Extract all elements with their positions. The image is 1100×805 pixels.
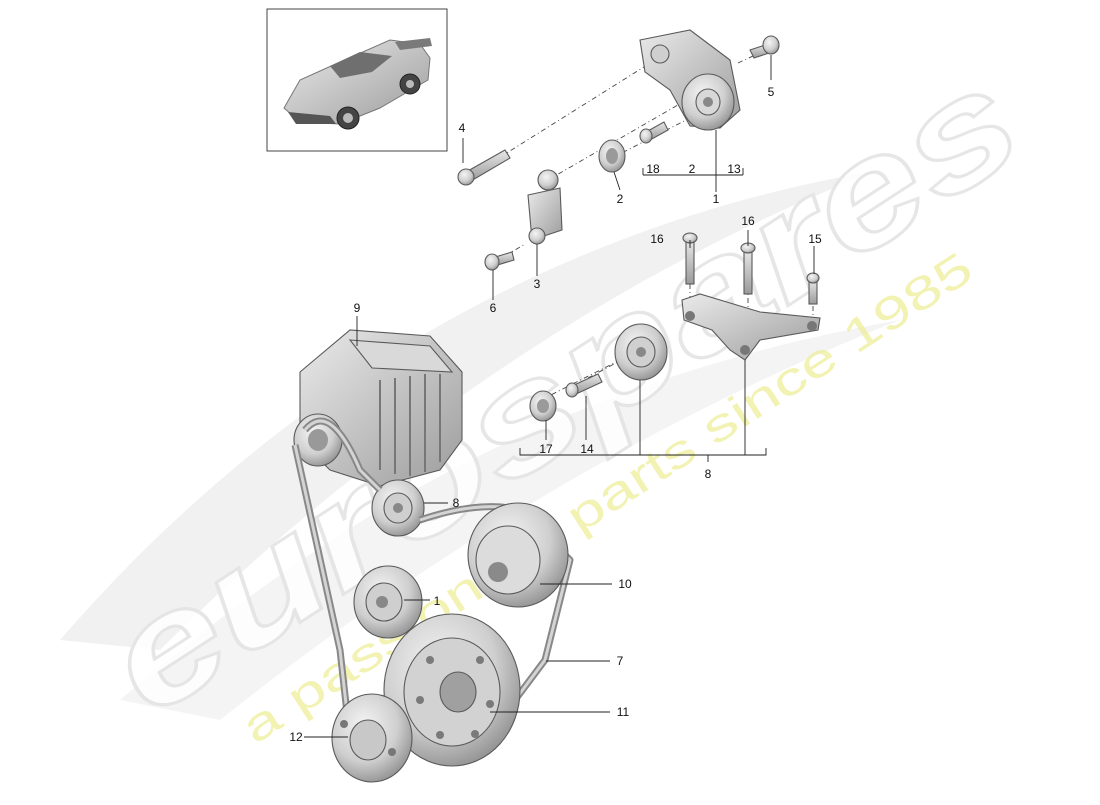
callout-4: 4 — [459, 121, 466, 135]
cap-part-17 — [529, 390, 557, 422]
bolt-part-5 — [749, 35, 780, 59]
callout-9: 9 — [354, 301, 361, 315]
bolt-part-14 — [565, 373, 603, 398]
callout-16-right: 16 — [741, 214, 755, 228]
idler-pulley-lower — [371, 479, 425, 537]
callout-1-lower: 1 — [434, 594, 441, 608]
callout-10: 10 — [618, 577, 632, 591]
bolt-part-4 — [457, 149, 511, 186]
callout-labels: 1 2 2 13 18 3 4 5 6 16 16 15 9 17 14 8 8… — [289, 85, 822, 744]
callout-11: 11 — [617, 705, 630, 719]
alternator — [293, 329, 463, 487]
callout-18: 18 — [646, 162, 660, 176]
bolt-part-16-left — [682, 232, 698, 285]
crankshaft-pulley — [383, 613, 521, 767]
callout-16-left: 16 — [650, 232, 664, 246]
pulley-part-12 — [331, 693, 413, 783]
callout-15: 15 — [808, 232, 822, 246]
vehicle-thumbnail — [266, 8, 448, 152]
callout-14: 14 — [580, 442, 594, 456]
pulley-part-10 — [467, 502, 569, 608]
callout-5: 5 — [768, 85, 775, 99]
callout-8-bracket: 8 — [705, 467, 712, 481]
bolt-part-15 — [806, 272, 820, 305]
callout-1-top: 1 — [713, 192, 720, 206]
belt-tensioner — [639, 29, 741, 131]
idler-bracket — [681, 293, 821, 361]
cap-part-2 — [598, 139, 626, 173]
tensioner-pulley-lower — [353, 565, 423, 639]
bolt-part-16-right — [740, 242, 756, 295]
callout-12: 12 — [289, 730, 303, 744]
watermark-logo: eurospares — [76, 34, 1048, 747]
callout-17: 17 — [539, 442, 553, 456]
callout-6: 6 — [490, 301, 497, 315]
idler-pulley-upper — [614, 323, 668, 381]
bolt-part-6 — [484, 251, 515, 271]
bolt-part-18 — [639, 121, 669, 144]
leader-lines — [304, 55, 815, 738]
vibration-damper — [527, 169, 563, 245]
callout-8-pulley: 8 — [453, 496, 460, 510]
callout-2-top: 2 — [617, 192, 624, 206]
callout-3: 3 — [534, 277, 541, 291]
watermark-swoosh — [60, 170, 900, 720]
car-image — [283, 38, 432, 130]
callout-7: 7 — [617, 654, 624, 668]
callout-2-bracket: 2 — [689, 162, 696, 176]
callout-13: 13 — [727, 162, 741, 176]
